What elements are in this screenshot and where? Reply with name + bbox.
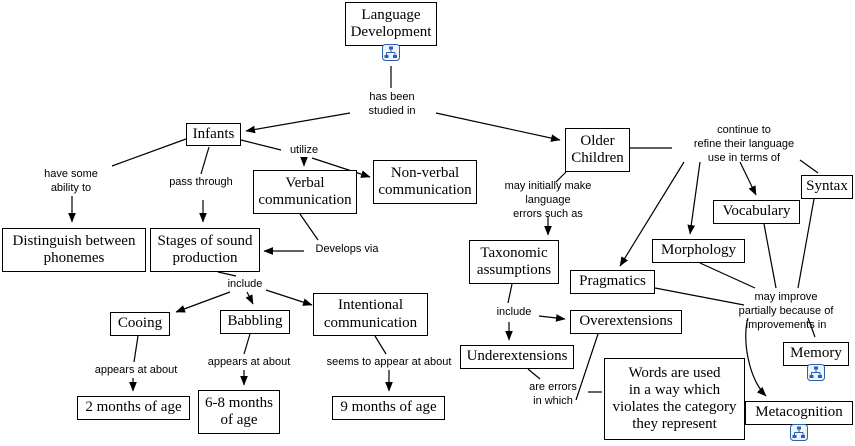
node-morphology[interactable]: Morphology <box>652 239 745 263</box>
edge-utilize-to-nonverbal <box>311 157 371 178</box>
edge-cooing-to-label <box>133 335 139 363</box>
edge-refine-to-morphology <box>687 161 701 235</box>
edge-include-to-cooing <box>175 291 231 313</box>
edge-refine-to-vocabulary <box>739 161 757 196</box>
edge-morphology-to-improve <box>699 262 756 289</box>
edge-older-to-errors-label <box>555 171 567 183</box>
edge-vocabulary-to-improve <box>763 223 777 289</box>
node-pragmatics[interactable]: Pragmatics <box>570 270 655 294</box>
node-stages-of-sound-production[interactable]: Stages of sound production <box>150 228 260 272</box>
edge-include-to-overextensions <box>538 314 566 322</box>
edge-improve-to-metacognition <box>745 317 767 397</box>
edge-syntax-to-improve <box>797 198 815 289</box>
node-infants[interactable]: Infants <box>186 123 241 146</box>
edge-improve-to-memory <box>807 317 816 338</box>
node-two-months-of-age[interactable]: 2 months of age <box>77 396 190 420</box>
edge-refine-to-syntax <box>799 159 819 174</box>
edge-infants-to-utilize <box>240 139 282 151</box>
node-vocabulary[interactable]: Vocabulary <box>713 200 800 224</box>
edge-babbling-to-label <box>243 333 251 355</box>
edge-infants-to-pass-through <box>200 146 210 175</box>
node-babbling[interactable]: Babbling <box>220 310 290 334</box>
edge-verbal-to-develops-via <box>299 213 319 241</box>
hierarchy-icon[interactable] <box>790 424 808 441</box>
node-syntax[interactable]: Syntax <box>801 175 853 199</box>
node-underextensions[interactable]: Underextensions <box>460 345 574 369</box>
edge-include-to-babbling <box>245 291 254 305</box>
node-distinguish-between-phonemes[interactable]: Distinguish between phonemes <box>2 228 146 272</box>
edge-include-to-intentional <box>265 289 313 306</box>
node-six-eight-months-of-age[interactable]: 6-8 months of age <box>198 390 280 434</box>
edge-taxonomic-to-include <box>507 283 513 304</box>
node-memory[interactable]: Memory <box>783 342 849 366</box>
edge-studied-in-to-older-children <box>435 112 561 142</box>
node-overextensions[interactable]: Overextensions <box>570 310 682 334</box>
edge-stages-to-include <box>217 271 237 277</box>
edge-refine-to-pragmatics <box>619 161 685 267</box>
node-cooing[interactable]: Cooing <box>110 312 170 336</box>
node-verbal-communication[interactable]: Verbal communication <box>253 170 357 214</box>
edge-overextensions-to-words <box>575 333 599 401</box>
edge-studied-in-to-infants <box>245 112 351 134</box>
hierarchy-icon[interactable] <box>807 364 825 381</box>
edge-intentional-to-label <box>374 335 387 355</box>
edge-pragmatics-to-improve <box>654 287 745 306</box>
node-older-children[interactable]: Older Children <box>565 128 630 172</box>
node-metacognition[interactable]: Metacognition <box>745 401 853 425</box>
hierarchy-icon[interactable] <box>382 44 400 61</box>
node-intentional-communication[interactable]: Intentional communication <box>313 293 428 336</box>
edge-underextensions-to-errors <box>527 368 541 380</box>
node-non-verbal-communication[interactable]: Non-verbal communication <box>373 160 477 204</box>
node-words-are-used[interactable]: Words are used in a way which violates t… <box>604 358 745 440</box>
edge-infants-to-ability <box>111 138 187 167</box>
node-nine-months-of-age[interactable]: 9 months of age <box>332 396 445 420</box>
node-language-development[interactable]: Language Development <box>345 2 437 46</box>
node-taxonomic-assumptions[interactable]: Taxonomic assumptions <box>469 240 559 284</box>
